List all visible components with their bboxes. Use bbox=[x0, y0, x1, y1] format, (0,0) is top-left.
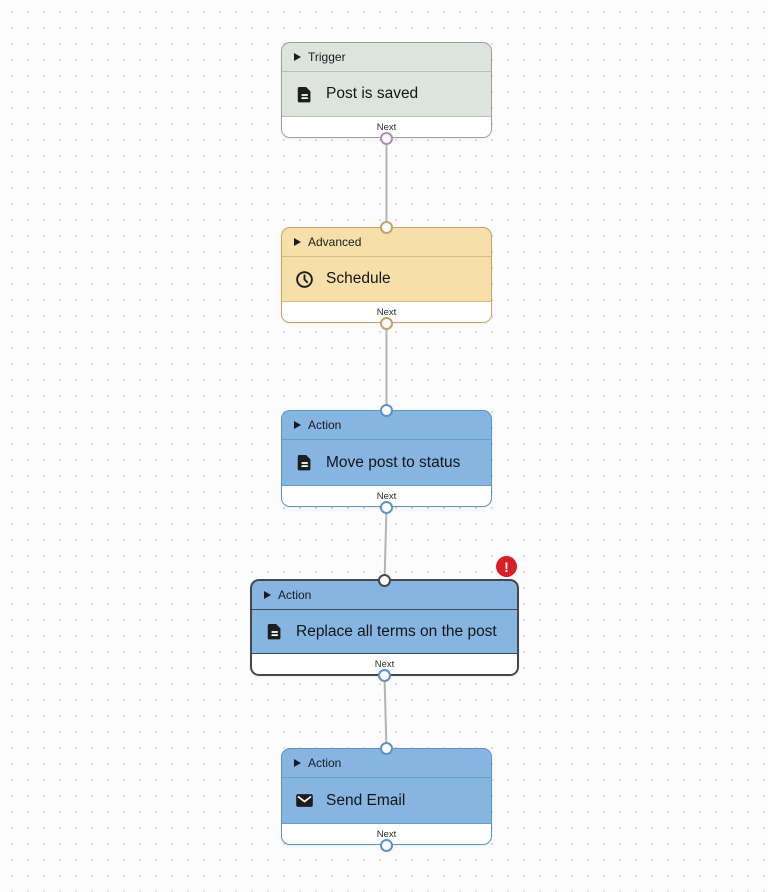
play-icon bbox=[294, 53, 301, 61]
play-icon bbox=[294, 238, 301, 246]
output-label: Next bbox=[376, 490, 397, 502]
node-body[interactable]: Send Email bbox=[282, 777, 491, 823]
node-body[interactable]: Post is saved bbox=[282, 71, 491, 116]
play-icon bbox=[294, 759, 301, 767]
node-body[interactable]: Replace all terms on the post bbox=[252, 609, 517, 653]
node-title: Post is saved bbox=[326, 85, 419, 102]
node-output-section: Next bbox=[252, 653, 517, 674]
node-body[interactable]: Move post to status bbox=[282, 439, 491, 485]
node-header[interactable]: Action bbox=[282, 411, 491, 439]
node-output-section: Next bbox=[282, 301, 491, 322]
output-label: Next bbox=[376, 828, 397, 840]
input-connector[interactable] bbox=[380, 741, 393, 755]
node-action-replace-all-terms[interactable]: ! Action Replace all terms on the post N… bbox=[250, 556, 519, 682]
node-title: Schedule bbox=[326, 270, 391, 287]
output-label: Next bbox=[376, 306, 397, 318]
input-connector[interactable] bbox=[380, 403, 393, 417]
output-connector[interactable] bbox=[380, 316, 393, 330]
output-connector[interactable] bbox=[378, 668, 391, 682]
node-action-send-email[interactable]: Action Send Email Next bbox=[281, 741, 492, 852]
node-category-label: Action bbox=[308, 756, 342, 770]
node-action-move-post-to-status[interactable]: Action Move post to status Next bbox=[281, 403, 492, 514]
connection-line[interactable] bbox=[383, 508, 388, 582]
clock-icon bbox=[295, 270, 314, 289]
output-label: Next bbox=[376, 121, 397, 133]
node-header[interactable]: Trigger bbox=[282, 43, 491, 71]
node-category-label: Trigger bbox=[308, 50, 346, 64]
node-output-section: Next bbox=[282, 485, 491, 506]
output-label: Next bbox=[374, 658, 395, 670]
envelope-icon bbox=[295, 791, 314, 810]
node-header[interactable]: Action bbox=[282, 749, 491, 777]
play-icon bbox=[294, 421, 301, 429]
input-connector[interactable] bbox=[380, 220, 393, 234]
document-icon bbox=[295, 453, 314, 472]
node-output-section: Next bbox=[282, 823, 491, 844]
node-title: Replace all terms on the post bbox=[296, 622, 497, 640]
node-trigger-post-is-saved[interactable]: Trigger Post is saved Next bbox=[281, 42, 492, 145]
node-category-label: Action bbox=[308, 418, 342, 432]
connection-line[interactable] bbox=[383, 676, 388, 751]
node-advanced-schedule[interactable]: Advanced Schedule Next bbox=[281, 220, 492, 330]
input-connector[interactable] bbox=[378, 573, 391, 587]
output-connector[interactable] bbox=[380, 838, 393, 852]
node-category-label: Advanced bbox=[308, 235, 362, 249]
node-title: Move post to status bbox=[326, 453, 461, 471]
play-icon bbox=[264, 591, 271, 599]
output-connector[interactable] bbox=[380, 131, 393, 145]
node-output-section: Next bbox=[282, 116, 491, 137]
node-category-label: Action bbox=[278, 588, 312, 602]
output-connector[interactable] bbox=[380, 500, 393, 514]
node-header[interactable]: Advanced bbox=[282, 228, 491, 256]
node-title: Send Email bbox=[326, 791, 406, 809]
node-header[interactable]: Action bbox=[252, 581, 517, 609]
error-badge[interactable]: ! bbox=[496, 556, 517, 577]
node-body[interactable]: Schedule bbox=[282, 256, 491, 301]
document-icon bbox=[295, 85, 314, 104]
document-icon bbox=[265, 622, 284, 641]
